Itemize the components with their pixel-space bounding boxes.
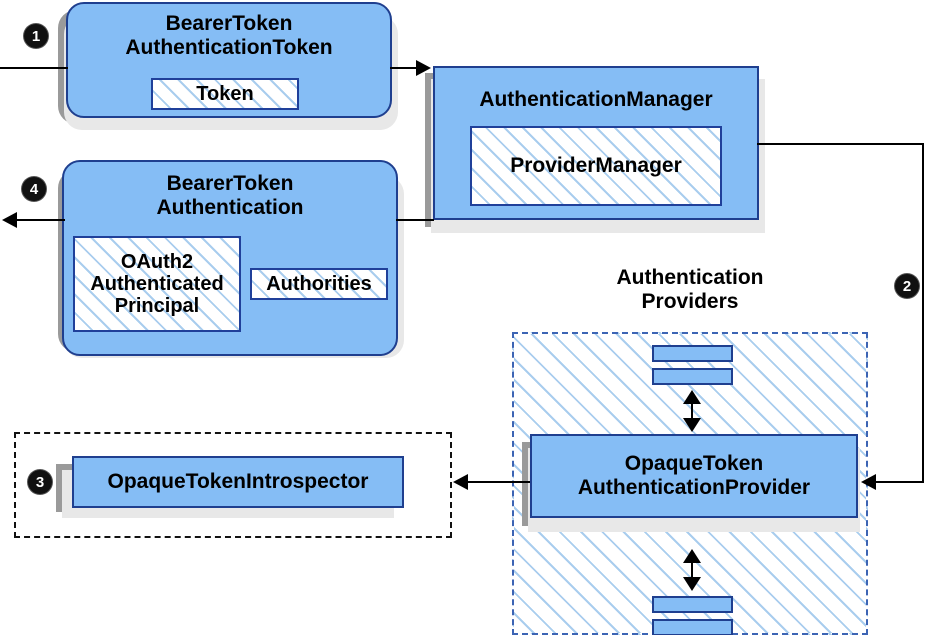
token-inner-label: Token [196, 83, 254, 105]
connector-manager-to-provider-bottom [876, 481, 924, 483]
step-marker-1-label: 1 [31, 27, 41, 45]
provider-top-arrow-down [683, 418, 701, 432]
provider-top-arrow-line [691, 396, 693, 422]
authorities-box[interactable]: Authorities [250, 268, 388, 300]
oauth2-authenticated-principal-box[interactable]: OAuth2 Authenticated Principal [73, 236, 241, 332]
provider-stack-bottom-bar-2 [652, 619, 733, 635]
provider-bottom-arrow-down [683, 577, 701, 591]
authentication-manager-label: AuthenticationManager [479, 88, 713, 111]
step-marker-4-label: 4 [29, 180, 39, 198]
oauth2-authenticated-principal-label: OAuth2 Authenticated Principal [90, 251, 224, 317]
connector-authentication-out [17, 219, 65, 221]
connector-token-to-manager [390, 67, 418, 69]
connector-provider-to-introspector-arrowhead [453, 474, 468, 490]
connector-manager-to-authentication [396, 219, 434, 221]
authorities-label: Authorities [266, 273, 372, 295]
connector-token-to-manager-arrowhead [416, 60, 431, 76]
step-marker-2-label: 2 [902, 277, 912, 295]
provider-bottom-arrow-line [691, 555, 693, 581]
provider-stack-top-bar-1 [652, 345, 733, 362]
connector-request-in [0, 67, 68, 69]
bearer-token-authentication-token-label: BearerToken AuthenticationToken [125, 12, 333, 59]
token-inner-box[interactable]: Token [151, 78, 299, 110]
step-marker-4: 4 [22, 177, 46, 201]
step-marker-3-label: 3 [35, 473, 45, 491]
connector-manager-to-provider-vertical [922, 143, 924, 483]
connector-manager-to-provider-top [757, 143, 924, 145]
step-marker-3: 3 [28, 470, 52, 494]
opaque-token-introspector-label: OpaqueTokenIntrospector [107, 470, 369, 494]
connector-manager-to-provider-arrowhead [861, 474, 876, 490]
opaque-token-introspector-box[interactable]: OpaqueTokenIntrospector [72, 456, 404, 508]
connector-authentication-out-arrowhead [2, 212, 17, 228]
opaque-token-introspector-region [14, 432, 452, 538]
provider-stack-bottom-bar-1 [652, 596, 733, 613]
connector-provider-to-introspector [468, 481, 530, 483]
step-marker-1: 1 [24, 24, 48, 48]
provider-manager-inner-box[interactable]: ProviderManager [470, 126, 722, 206]
bearer-token-authentication-label: BearerToken Authentication [156, 172, 304, 219]
authentication-providers-caption: Authentication Providers [616, 266, 764, 313]
opaque-token-authentication-provider-box[interactable]: OpaqueToken AuthenticationProvider [530, 434, 858, 518]
opaque-token-authentication-provider-label: OpaqueToken AuthenticationProvider [577, 452, 811, 499]
provider-manager-label: ProviderManager [510, 154, 682, 178]
step-marker-2: 2 [895, 274, 919, 298]
provider-stack-top-bar-2 [652, 368, 733, 385]
